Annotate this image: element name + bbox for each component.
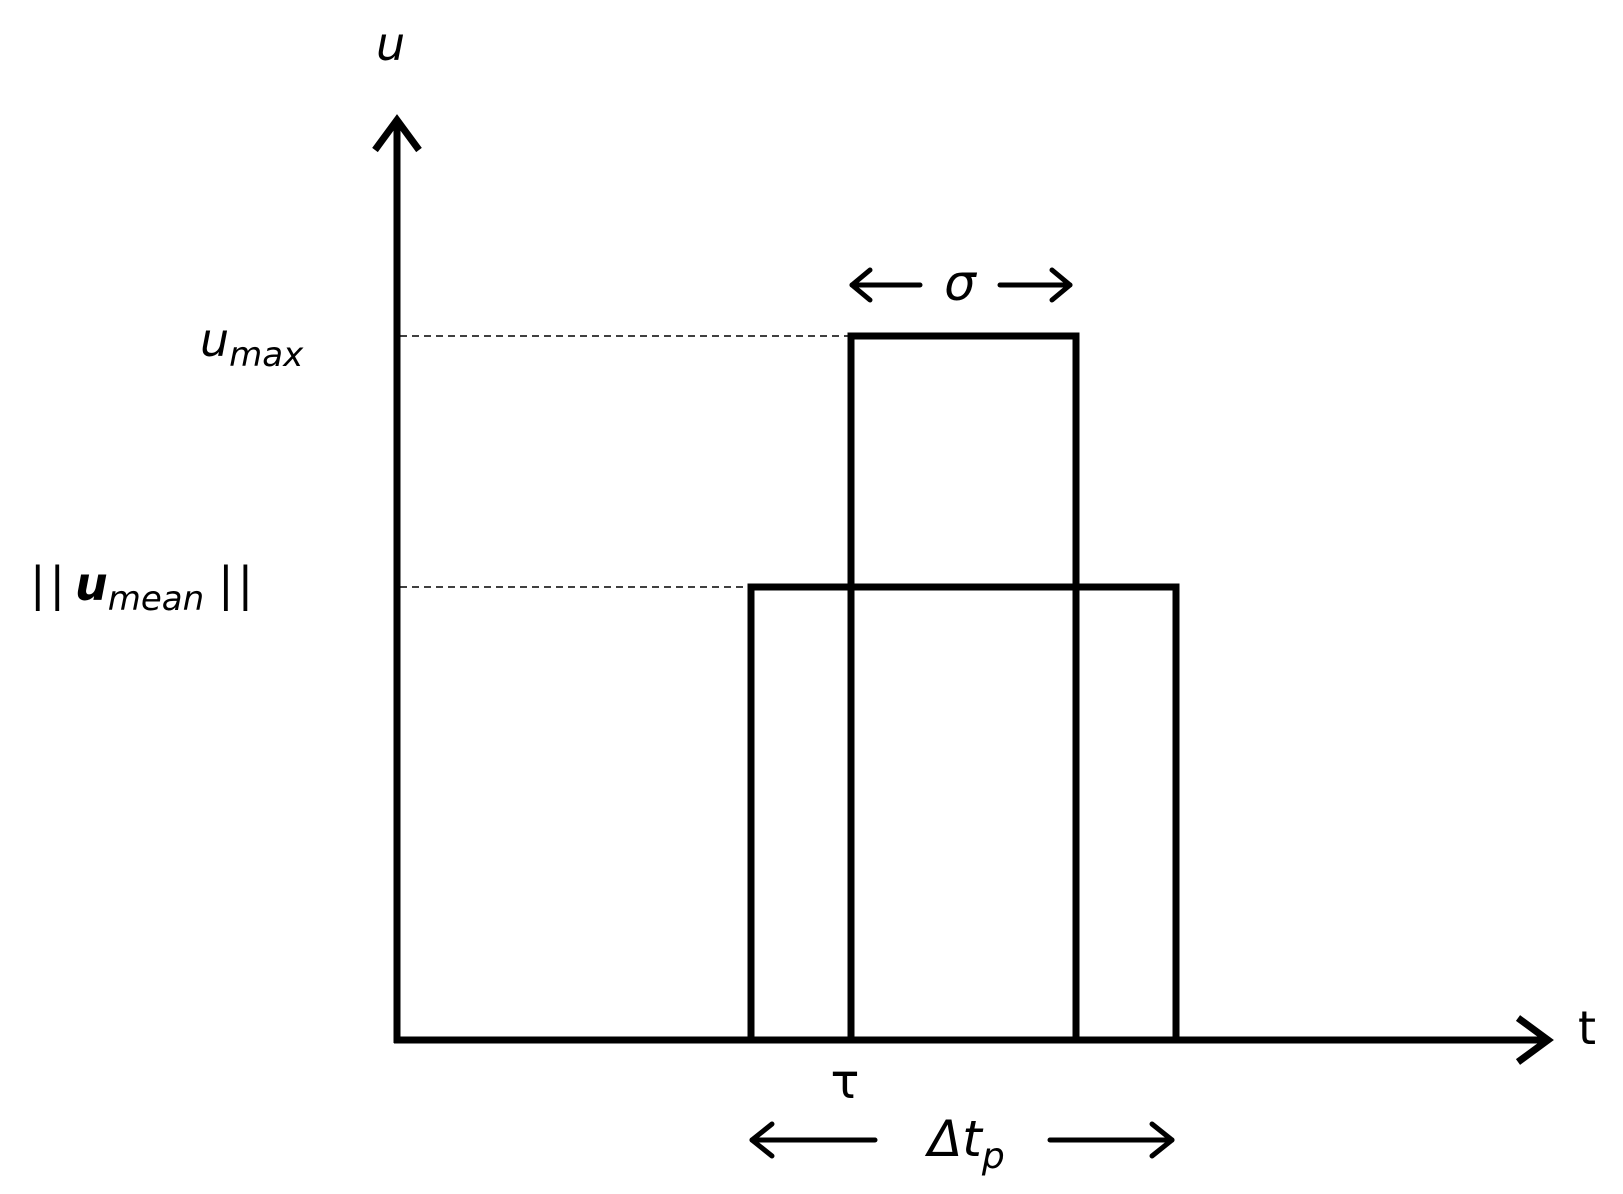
y-axis-arrowhead <box>372 114 422 153</box>
umax-label: umax <box>200 313 304 375</box>
delta-tp-arrowhead-right <box>1149 1121 1175 1159</box>
delta-tp-width-indicator: Δtp <box>749 1110 1175 1177</box>
umean-label: ||umean|| <box>30 557 257 619</box>
sigma-arrowhead-right <box>1049 267 1073 303</box>
sigma-arrowhead-left <box>849 267 873 303</box>
delta-tp-arrowhead-left <box>749 1121 775 1159</box>
x-axis-label: t <box>1578 1001 1596 1055</box>
tau-label: τ <box>831 1054 860 1110</box>
mean-pulse <box>747 583 1180 1040</box>
y-axis-label: u <box>376 17 405 71</box>
x-axis-arrowhead <box>1515 1015 1554 1065</box>
peak-pulse <box>847 332 1080 1040</box>
sigma-label: σ <box>944 254 977 312</box>
sigma-width-indicator: σ <box>849 254 1073 312</box>
delta-tp-label: Δtp <box>924 1110 1005 1177</box>
